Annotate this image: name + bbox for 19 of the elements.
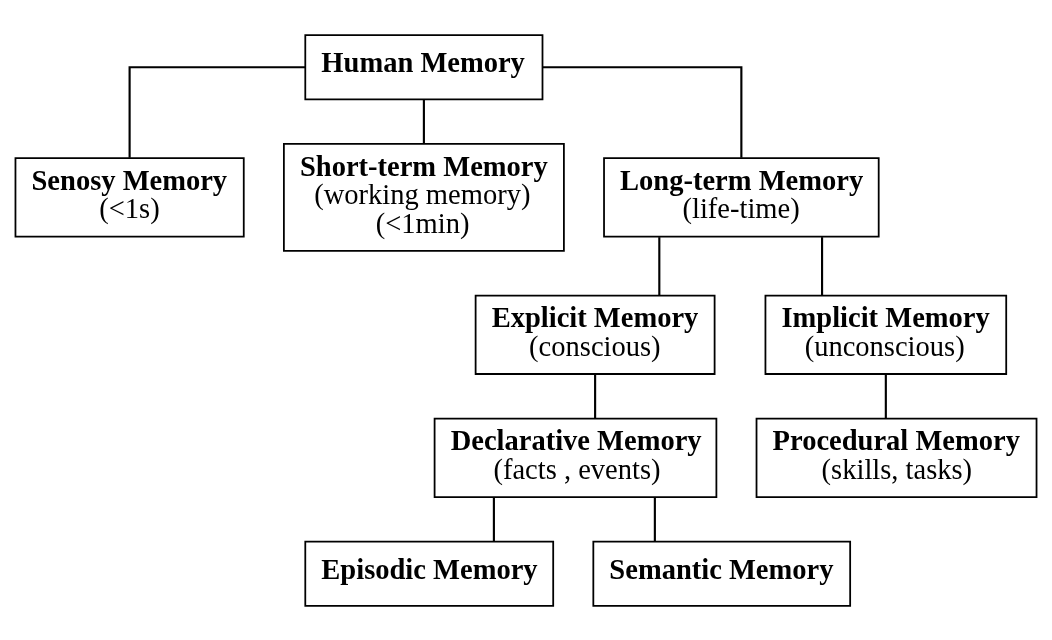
node-box: Explicit Memory (conscious): [474, 294, 716, 375]
connector: [128, 65, 306, 158]
connector: [884, 373, 887, 418]
connector: [542, 65, 743, 158]
node-box: Long-term Memory (life-time): [603, 156, 880, 238]
node-box: Semantic Memory: [592, 540, 852, 607]
connector: [594, 373, 597, 418]
node-box: Episodic Memory: [304, 540, 555, 607]
connector: [653, 496, 656, 541]
connector: [492, 496, 495, 541]
node-box: Implicit Memory (unconscious): [764, 294, 1008, 375]
node-box: Senosy Memory (<1s): [14, 156, 245, 238]
connector: [821, 236, 824, 295]
node-box: Procedural Memory (skills, tasks): [755, 417, 1038, 498]
node-box: Declarative Memory (facts , events): [433, 417, 718, 498]
node-box: Short-term Memory (working memory) (<1min): [283, 142, 565, 252]
connector: [422, 98, 425, 144]
connector: [658, 236, 661, 295]
node-box: Human Memory: [304, 33, 544, 100]
